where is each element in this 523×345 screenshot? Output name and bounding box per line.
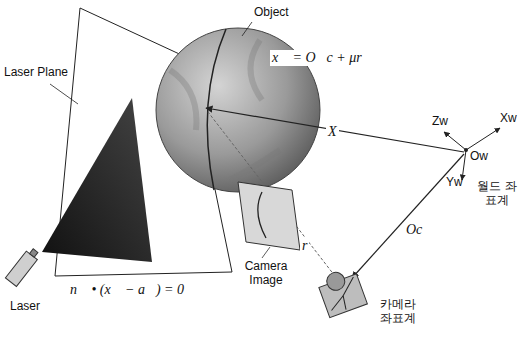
vector-oc: [352, 154, 464, 278]
ray-r: [208, 112, 338, 280]
vector-label: Oc: [404, 222, 424, 238]
part-label: Laser Plane: [4, 66, 68, 80]
world-axes: [444, 128, 500, 180]
laser-beam: [42, 98, 152, 262]
vector-label: r: [300, 238, 309, 254]
part-label: Laser: [10, 300, 40, 314]
formula: n⃗ • (x⃗ − a⃗) = 0: [70, 282, 184, 298]
ray-x: [206, 108, 464, 152]
vector-label: X: [326, 124, 339, 140]
formula: x⃗ = O⃗c + μr⃗: [270, 50, 375, 66]
axis-label: Ow: [470, 150, 488, 164]
part-label: Camera Image: [238, 260, 294, 288]
camera-image: [238, 182, 300, 250]
camera-body: [316, 265, 368, 317]
axis-label: Yw: [446, 176, 463, 190]
frame-label: 카메라 좌표계: [374, 298, 422, 326]
axis-label: Zw: [432, 115, 448, 129]
part-label: Object: [254, 6, 289, 20]
frame-label: 월드 좌표계: [475, 180, 519, 208]
axis-label: Xw: [500, 112, 517, 126]
laser-device: [5, 246, 41, 286]
